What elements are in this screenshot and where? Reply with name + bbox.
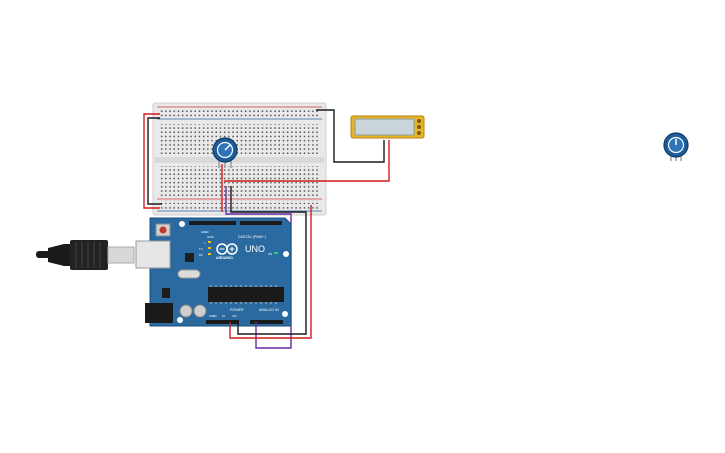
regulator — [162, 288, 170, 298]
top-power-rail — [157, 106, 322, 120]
breadboard[interactable] — [152, 102, 327, 216]
mounting-hole — [283, 251, 289, 257]
crystal — [177, 269, 201, 279]
usb-cable[interactable] — [36, 240, 135, 270]
wire-black-to-meter — [316, 109, 385, 163]
wire-black-gnd — [230, 186, 307, 335]
wires[interactable] — [143, 109, 390, 349]
potentiometer-standalone[interactable] — [663, 132, 689, 161]
digital-header-label: DIGITAL (PWM~) — [238, 235, 266, 239]
board-model-label: UNO — [245, 244, 265, 254]
tx-led — [208, 247, 211, 249]
wire-black-left-rail — [147, 117, 162, 205]
usb-port[interactable] — [135, 240, 171, 269]
bottom-power-rail — [157, 198, 322, 212]
on-led-label: ON — [268, 252, 272, 256]
wire-red-to-meter — [224, 140, 390, 182]
power-header-label: POWER — [230, 308, 244, 312]
l-led — [208, 241, 211, 243]
ioref-label: IOREF — [209, 314, 217, 318]
reset-button[interactable] — [155, 223, 171, 237]
l-led-label: L — [204, 241, 206, 245]
wire-red-5v — [229, 205, 312, 339]
vin-label: VIN — [232, 314, 236, 318]
rx-label: RX — [199, 253, 203, 257]
5v-label: 5V — [222, 314, 225, 318]
mounting-hole — [179, 221, 185, 227]
board-brand-label: ARDUINO — [216, 256, 233, 260]
potentiometer-breadboard[interactable] — [212, 137, 238, 168]
header-wire-ends — [229, 322, 257, 326]
analog-pin-header[interactable] — [250, 320, 283, 324]
analog-header-label: ANALOG IN — [259, 308, 279, 312]
usb-chip — [185, 253, 194, 262]
tx-label: TX — [199, 247, 203, 251]
voltmeter-display[interactable] — [350, 115, 425, 139]
mounting-hole — [177, 317, 183, 323]
center-channel — [155, 157, 324, 163]
upper-terminal-strip — [159, 124, 319, 154]
power-pin-header[interactable] — [206, 320, 239, 324]
wire-red-left-rail — [143, 113, 160, 209]
mounting-hole — [282, 311, 288, 317]
capacitor — [193, 304, 207, 318]
atmega-chip — [208, 285, 284, 304]
power-jack[interactable] — [145, 303, 173, 323]
arduino-logo — [216, 243, 238, 255]
aref-label: AREF — [201, 230, 209, 234]
on-led — [274, 252, 278, 254]
capacitor — [179, 304, 193, 318]
pot-knob-indicator — [224, 144, 231, 151]
arduino-uno-board[interactable]: DIGITAL (PWM~) AREF GND POWER ANALOG IN … — [135, 217, 292, 327]
gnd-label: GND — [207, 235, 215, 239]
digital-pin-header[interactable] — [189, 221, 282, 225]
rx-led — [208, 253, 211, 255]
